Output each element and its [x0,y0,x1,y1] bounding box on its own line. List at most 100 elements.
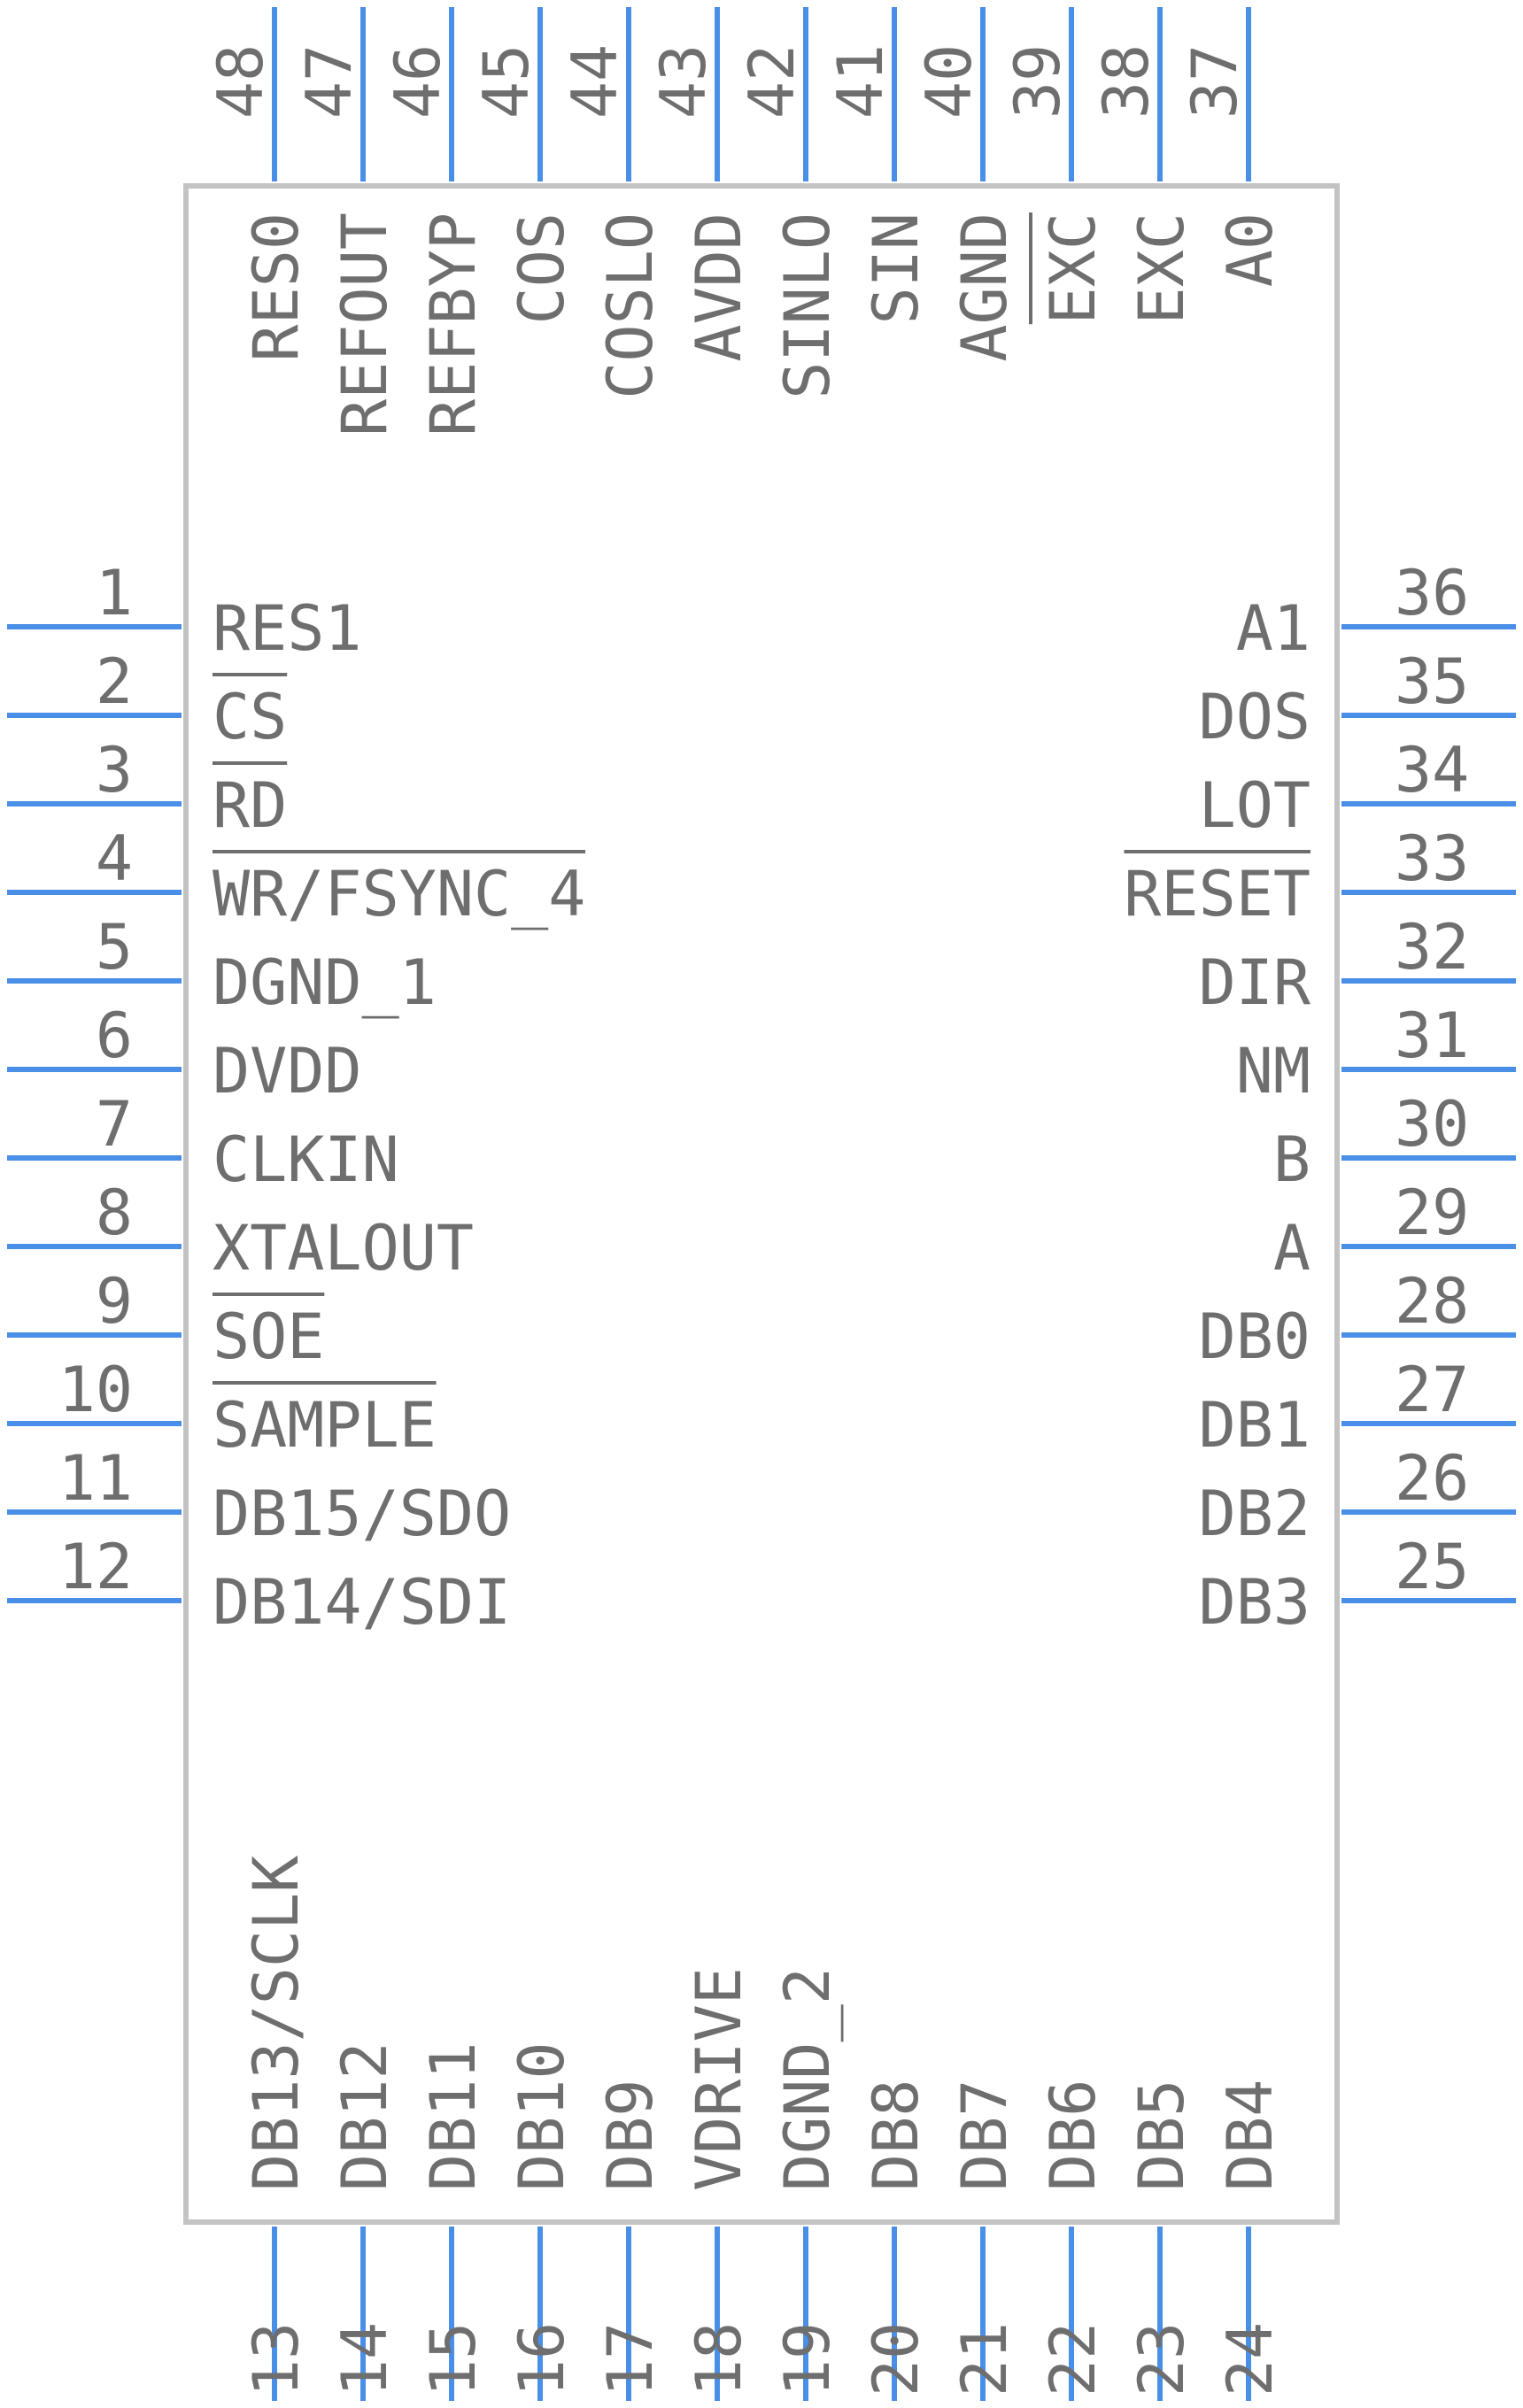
pin-number: 40 [913,44,986,119]
pin-29: 29 A [1273,1177,1516,1285]
pin-number: 10 [58,1354,133,1426]
pin-number: 44 [559,44,631,119]
pin-11: 11 DB15/SDO [7,1442,511,1550]
pin-label: COS [506,212,578,324]
pin-number: 43 [647,44,720,119]
pin-label: NM [1236,1035,1310,1108]
pin-label: VDRIVE [683,1967,755,2191]
pin-number: 19 [771,2322,844,2396]
pin-label: DB2 [1199,1478,1310,1550]
pin-number: 34 [1395,734,1469,807]
pin-label: WR/FSYNC_4 [213,858,585,930]
pin-number: 32 [1395,911,1469,984]
pin-number: 2 [96,645,133,718]
pin-number: 4 [96,822,133,895]
pin-number: 42 [736,44,808,119]
pin-label: XTALOUT [213,1212,474,1285]
pin-number: 5 [96,911,133,984]
pin-label: RES1 [213,592,362,665]
pin-label: DB12 [329,2041,401,2191]
pin-label: SIN [860,212,932,324]
pin-label: B [1273,1123,1310,1196]
pin-number: 46 [382,44,454,119]
pin-label: REFBYP [417,212,490,436]
pin-number: 16 [506,2322,578,2396]
pin-label: RD [213,769,287,842]
pin-number: 24 [1214,2322,1287,2396]
pin-label: EXC [1037,212,1109,324]
pin-label: AVDD [683,212,755,362]
pin-number: 30 [1395,1088,1469,1161]
pin-34: 34 LOT [1199,734,1516,842]
pin-label: DGND_1 [213,946,437,1019]
pin-number: 27 [1395,1354,1469,1426]
pin-27: 27 DB1 [1199,1354,1516,1462]
pin-label: REFOUT [329,212,401,436]
pin-number: 17 [594,2322,667,2396]
pin-number: 22 [1037,2322,1109,2396]
pin-number: 21 [948,2322,1021,2396]
pin-label: DB10 [506,2041,578,2191]
pin-20: 20 DB8 [860,2080,932,2401]
pin-number: 31 [1395,999,1469,1072]
pin-8: 8 XTALOUT [7,1177,474,1285]
pin-label: DB11 [417,2041,490,2191]
pin-30: 30 B [1273,1088,1516,1196]
pin-number: 20 [860,2322,932,2396]
pin-label: DB1 [1199,1389,1310,1462]
pin-number: 48 [205,44,277,119]
pin-number: 45 [470,44,543,119]
pin-number: 38 [1090,44,1163,119]
pin-number: 14 [329,2322,401,2396]
pin-4: 4 WR/FSYNC_4 [7,822,585,930]
pin-number: 28 [1395,1265,1469,1338]
pin-label: CS [213,681,287,753]
pin-number: 6 [96,999,133,1072]
pin-label: DB6 [1037,2080,1109,2191]
pin-label: DB8 [860,2080,932,2191]
pin-28: 28 DB0 [1199,1265,1516,1373]
pin-label: LOT [1199,769,1310,842]
pin-22: 22 DB6 [1037,2080,1109,2401]
pin-label: DB15/SDO [213,1478,511,1550]
pin-15: 15 DB11 [417,2041,490,2401]
pin-number: 12 [58,1531,133,1603]
pin-label: COSLO [594,212,667,399]
pin-number: 15 [417,2322,490,2396]
pin-number: 11 [58,1442,133,1515]
pin-label: DB0 [1199,1300,1310,1373]
pin-number: 8 [96,1177,133,1249]
pin-label: EXC [1125,212,1198,324]
pin-label: A0 [1214,212,1287,287]
pin-label: A1 [1236,592,1310,665]
pin-number: 29 [1395,1177,1469,1249]
pin-label: A [1273,1212,1310,1285]
